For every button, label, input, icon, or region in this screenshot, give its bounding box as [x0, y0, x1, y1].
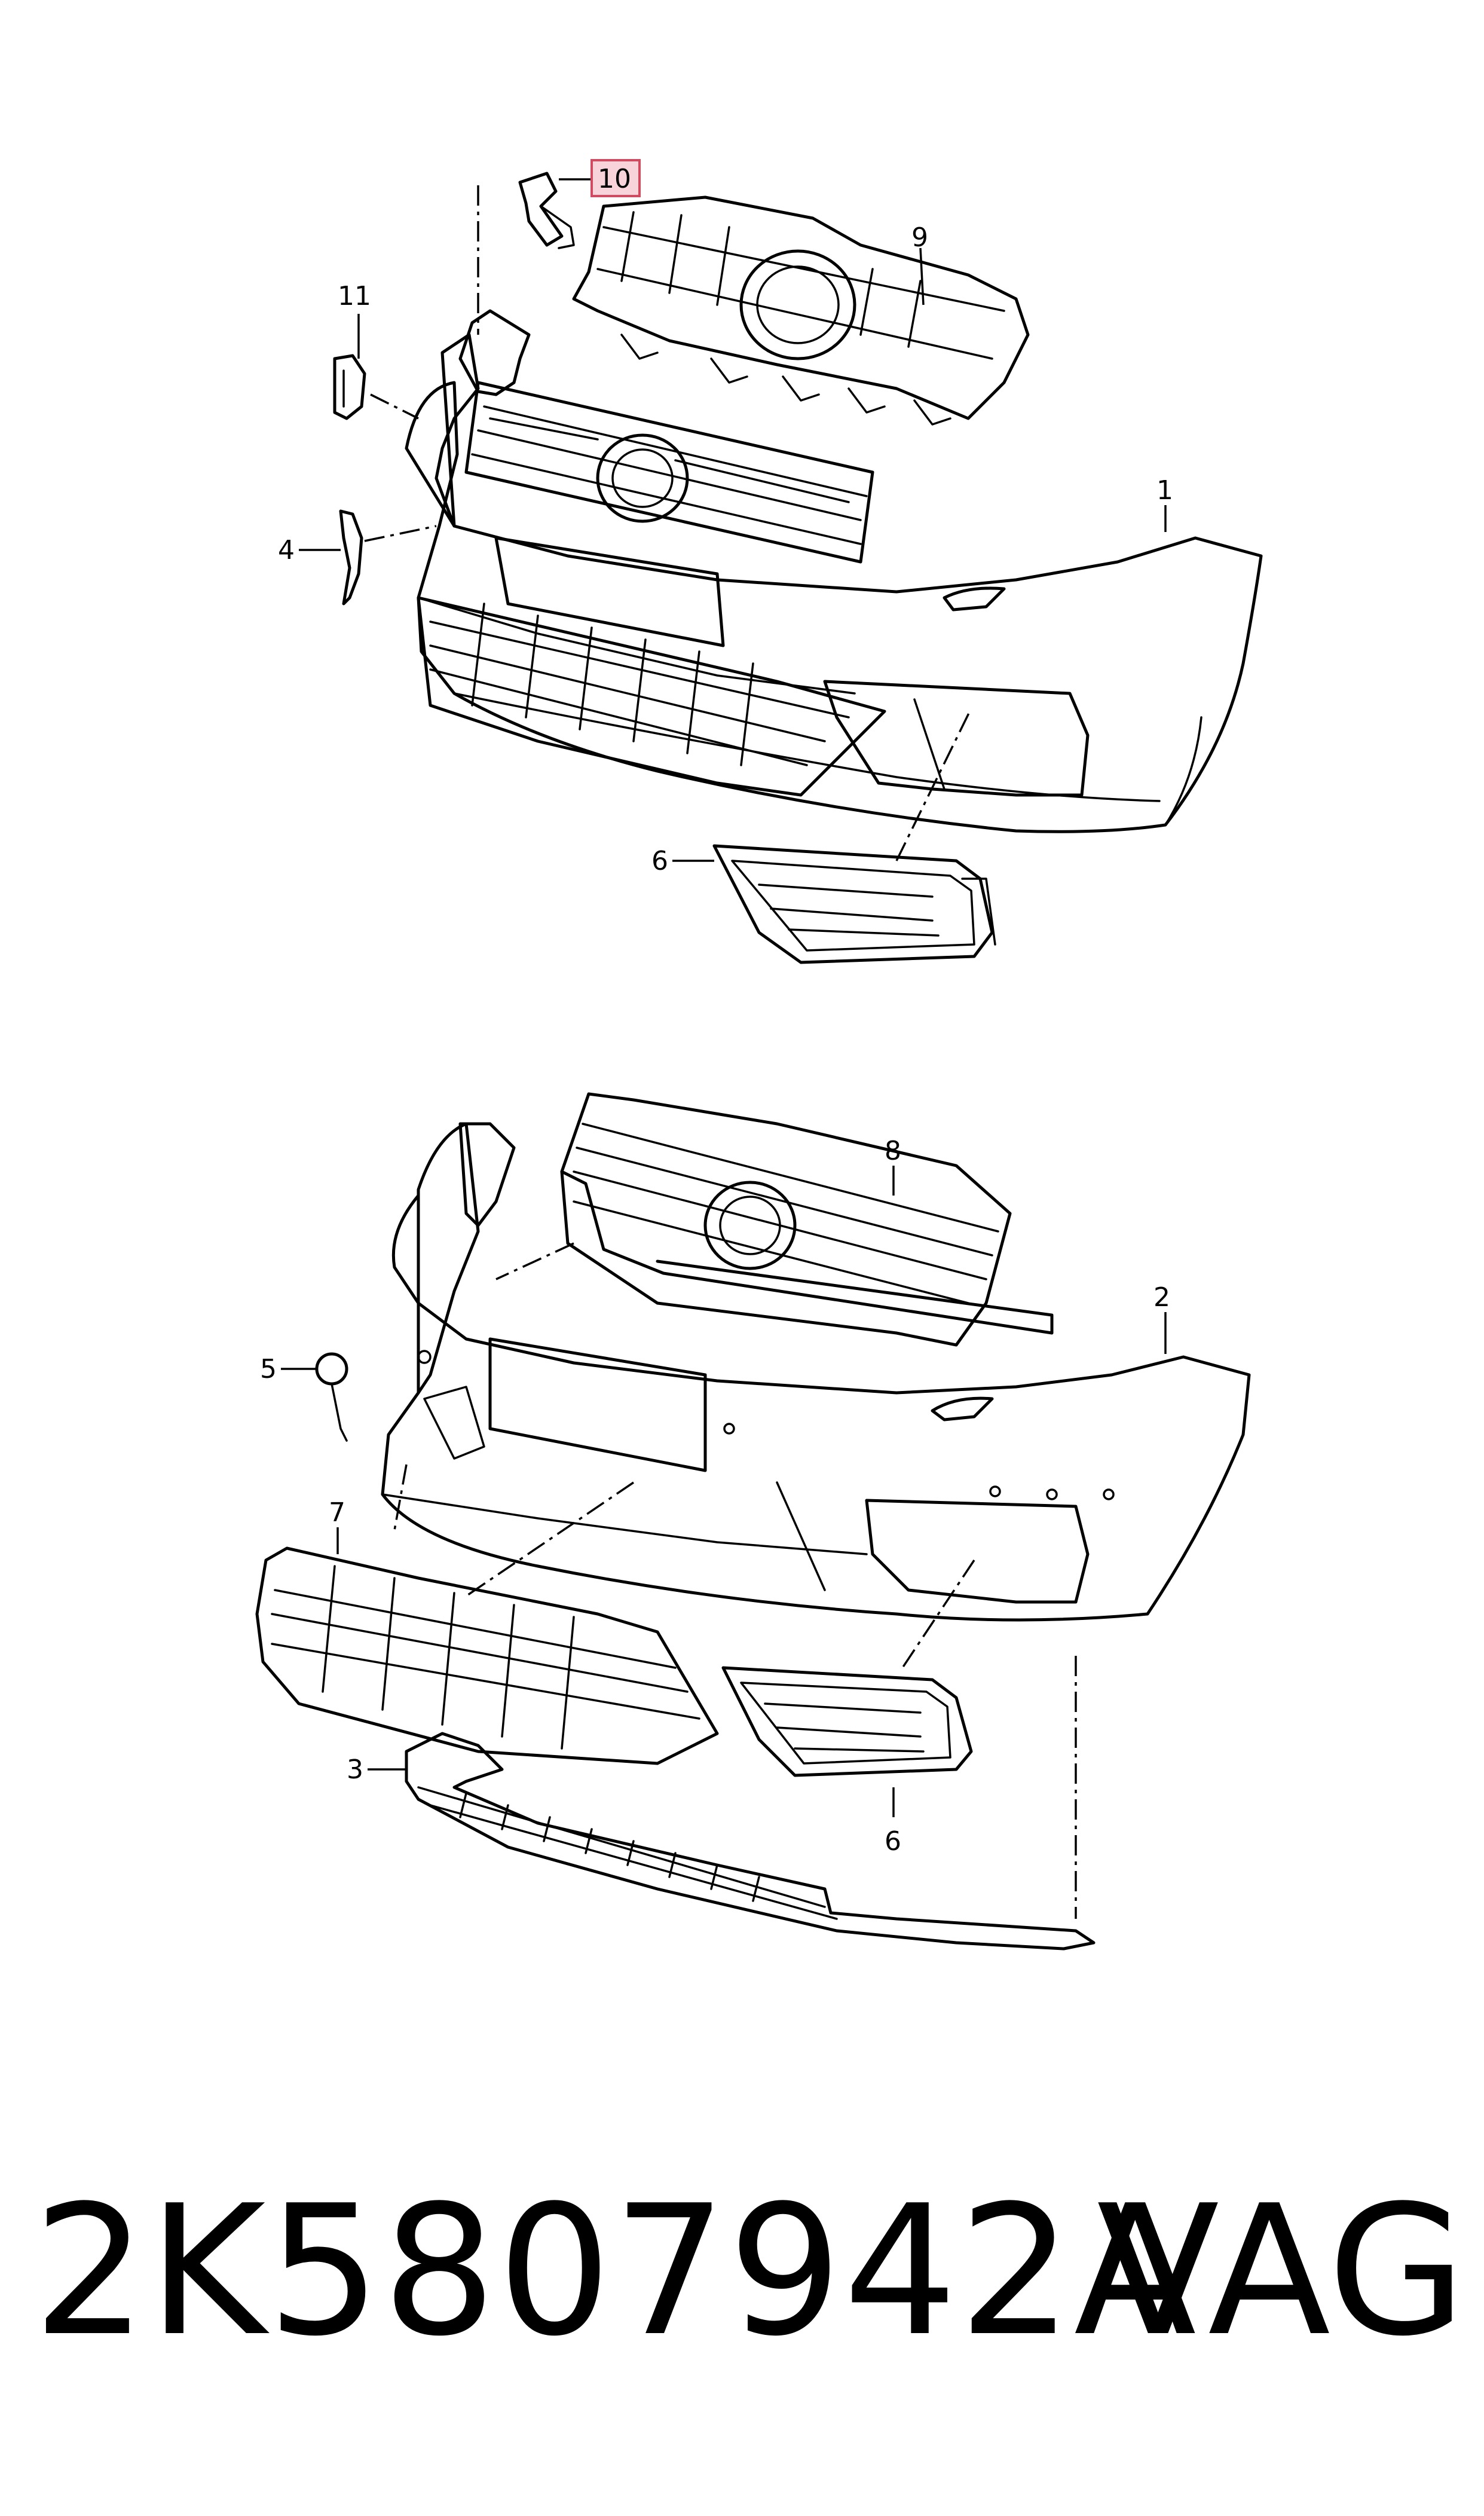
part-6-fog-trim-lower — [721, 1666, 973, 1777]
footer-caption: 2K5807942A VAG — [33, 2176, 1467, 2367]
brand-label: VAG — [1097, 2167, 1467, 2376]
part-2-bumper-sensors — [381, 1122, 1251, 1622]
callout-6-lower: 6 — [885, 1826, 901, 1857]
part-9-grille-carrier — [572, 195, 1030, 426]
lower-bumper-assembly — [255, 1092, 1251, 1951]
lower-grille — [417, 596, 886, 797]
callout-10-highlight — [590, 159, 641, 197]
part-3-spoiler — [405, 1732, 1096, 1951]
part-10-bracket — [518, 172, 575, 249]
callout-2: 2 — [1153, 1282, 1170, 1313]
part-7-lower-grille — [255, 1546, 719, 1765]
part-4-bracket — [339, 509, 363, 606]
callout-9: 9 — [911, 222, 928, 253]
part-8-upper-grille — [560, 1092, 1054, 1347]
callout-4: 4 — [278, 535, 295, 565]
callout-10: 10 — [598, 164, 631, 194]
upper-leader-lines — [299, 178, 1167, 862]
callout-3: 3 — [347, 1754, 363, 1785]
callout-1: 1 — [1156, 475, 1173, 506]
callout-labels: 10 9 11 1 4 6 8 2 5 7 3 6 — [260, 159, 1173, 1857]
callout-6-upper: 6 — [651, 846, 668, 876]
callout-7: 7 — [329, 1497, 345, 1528]
callout-5: 5 — [260, 1354, 277, 1384]
upper-bumper-assembly — [299, 172, 1263, 964]
callout-8: 8 — [885, 1136, 901, 1166]
callout-11: 11 — [338, 281, 371, 311]
part-5-cap — [315, 1352, 348, 1442]
part-6-fog-trim-upper — [712, 844, 996, 964]
part-11-clip — [333, 354, 366, 420]
part-number: 2K5807942A — [33, 2167, 1198, 2376]
front-grille — [464, 381, 874, 564]
part-1-front-bumper — [405, 309, 1263, 833]
lower-leader-lines — [281, 1166, 1167, 1919]
